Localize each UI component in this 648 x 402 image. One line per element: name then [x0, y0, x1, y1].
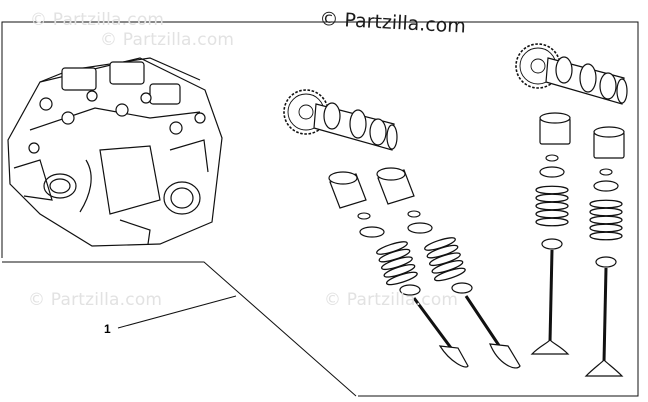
frame-lines [1, 21, 639, 397]
cylinder-head [7, 57, 223, 247]
valve-assembly-right [530, 154, 624, 377]
valve-lifters-left [328, 167, 415, 209]
watermark-faint: © Partzilla.com [28, 290, 163, 310]
callout-label-1[interactable]: 1 [104, 322, 111, 336]
watermark-faint: © Partzilla.com [100, 30, 235, 50]
valve-assembly-left [357, 210, 521, 369]
valve-lifters-right [539, 112, 625, 159]
callout-leader-1 [117, 295, 237, 329]
watermark-faint: © Partzilla.com [30, 10, 165, 30]
camshaft-left [283, 89, 398, 151]
camshaft-right [515, 43, 628, 105]
watermark-faint: © Partzilla.com [324, 290, 459, 310]
